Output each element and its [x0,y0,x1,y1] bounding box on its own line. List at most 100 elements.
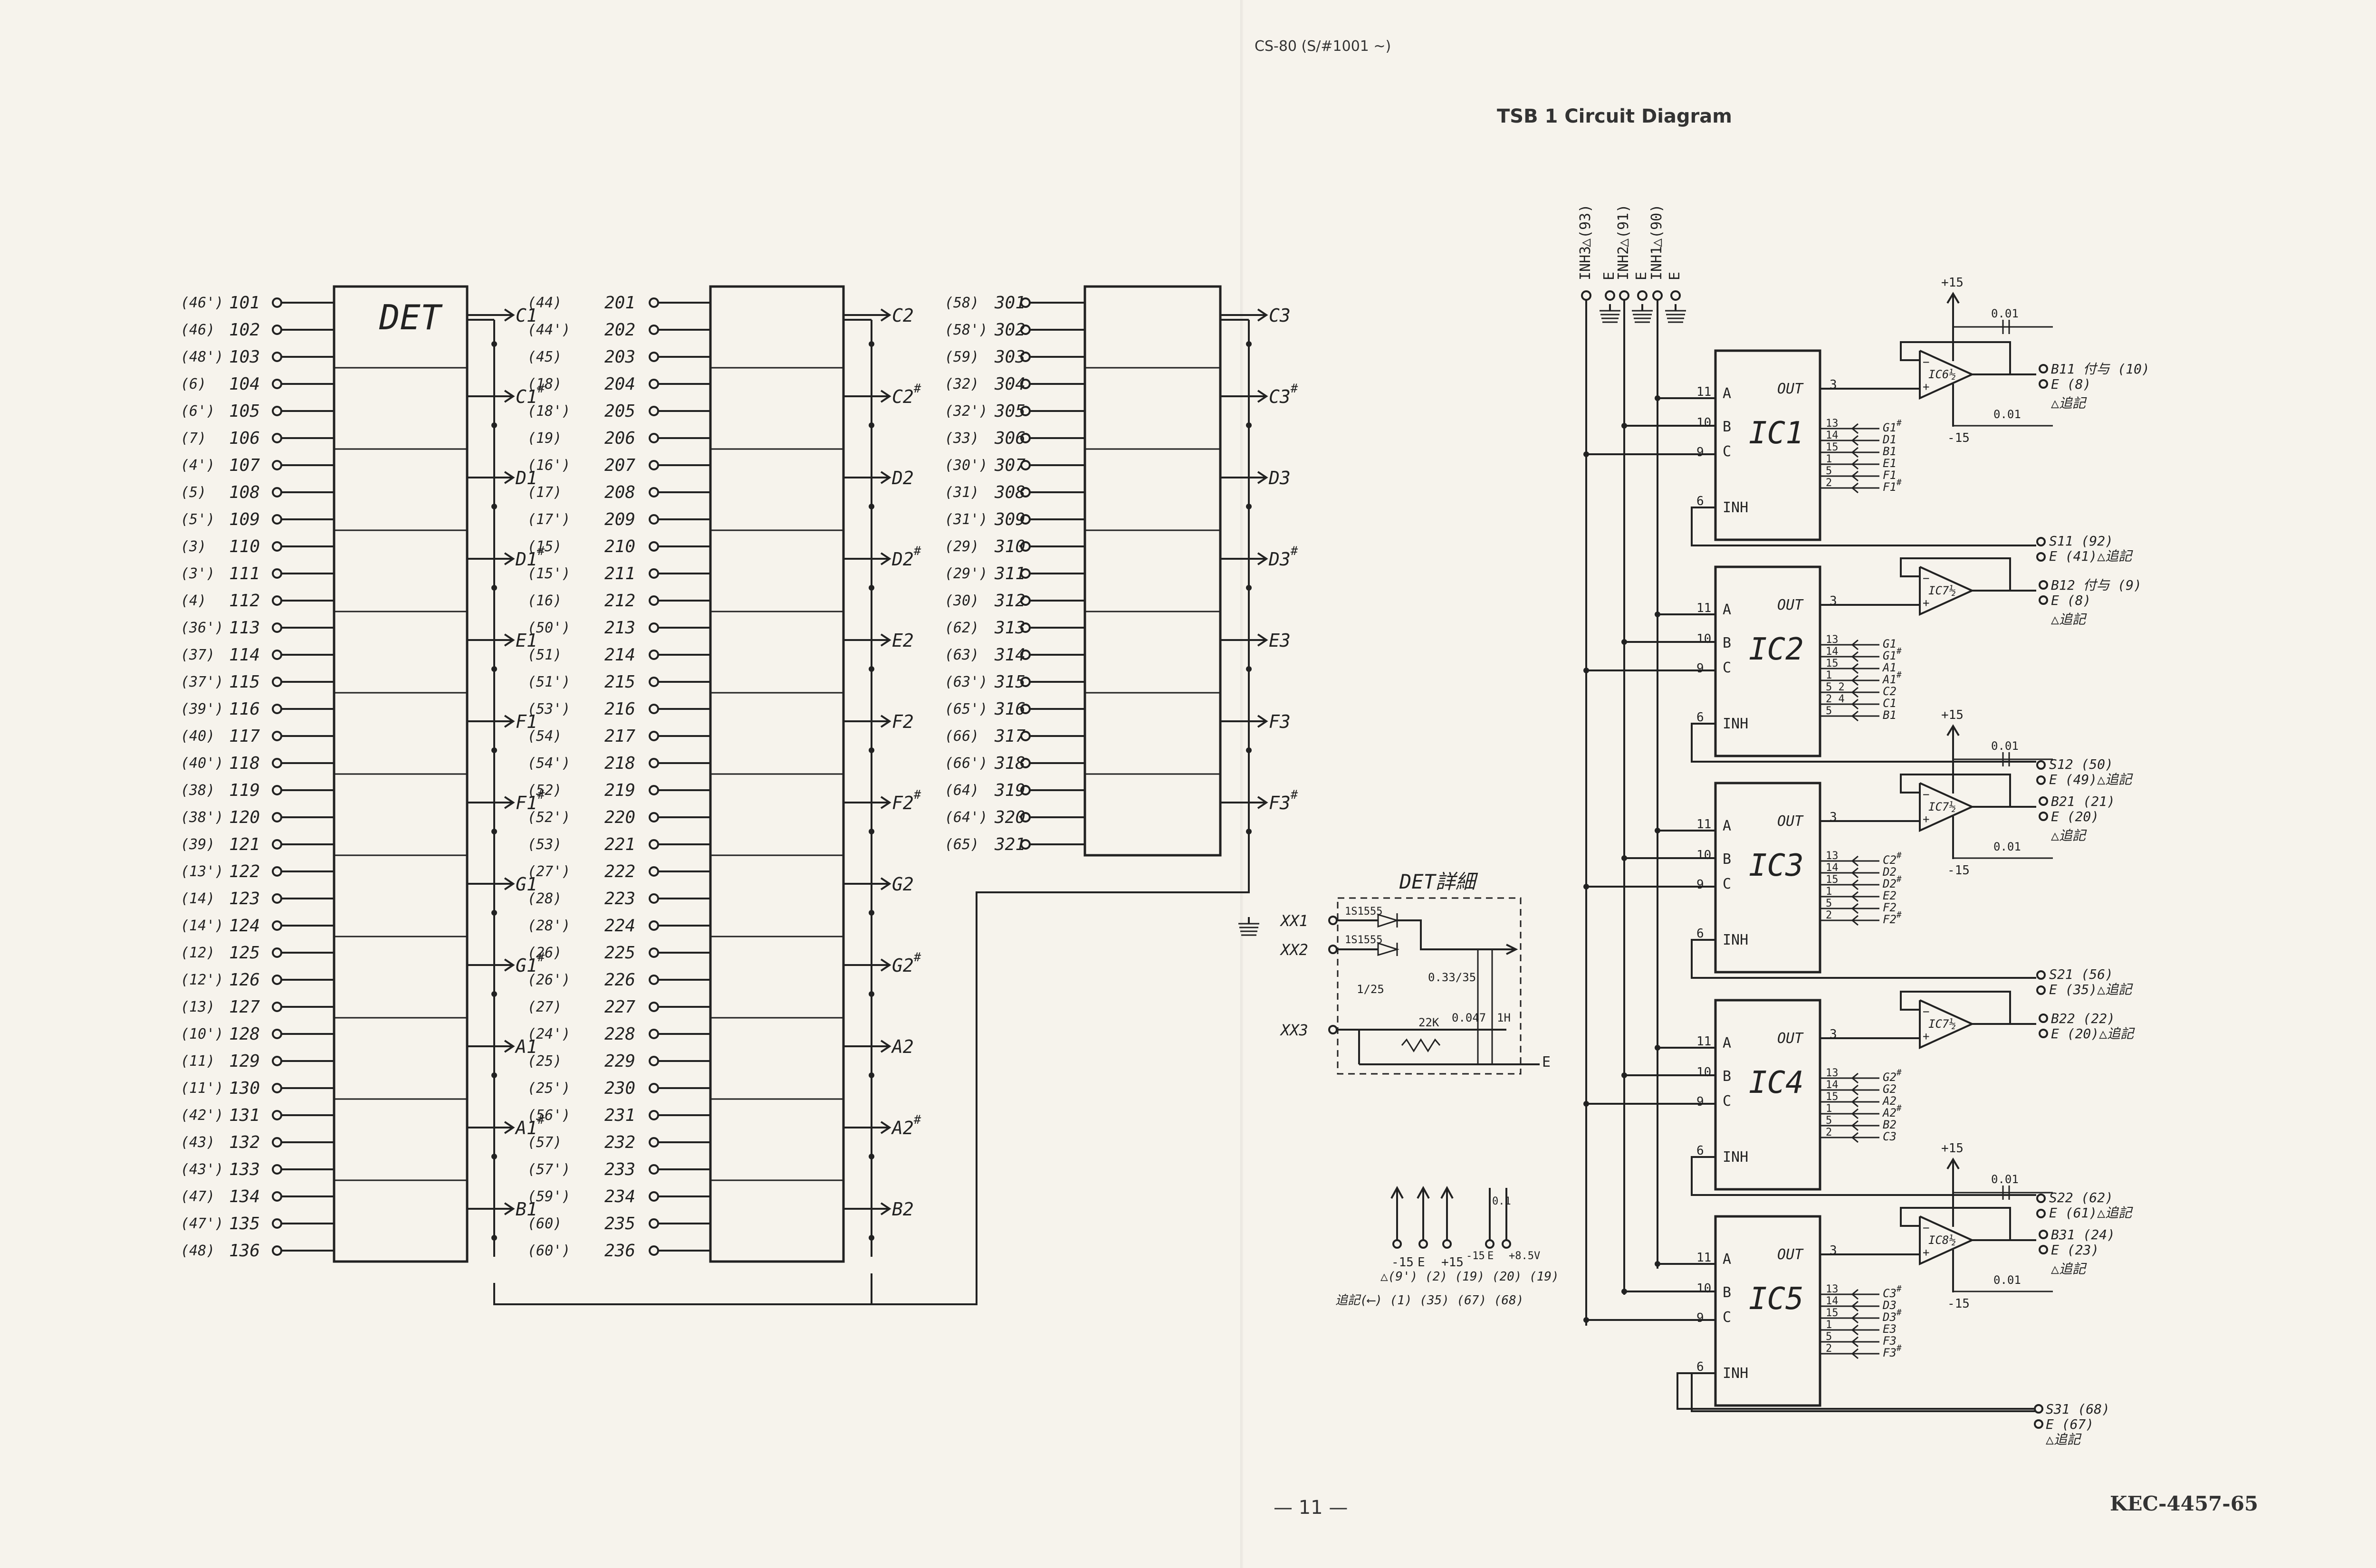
ic-name: IC2 [1749,632,1804,667]
input-arrowhead [1851,1120,1859,1131]
ic-input-signal: G1# [1883,646,1902,662]
note-output-arrowhead [1257,796,1268,809]
input-arrowhead [1851,1132,1859,1143]
note-output-arrowhead [1257,715,1268,728]
input-terminal [649,1218,659,1229]
input-terminal [649,433,659,443]
input-arrowhead [1851,1108,1859,1119]
input-terminal [649,406,659,416]
input-terminal [272,379,282,389]
input-terminal [272,731,282,741]
sharp-sign: # [913,950,921,965]
note-output-arrowhead [1257,552,1268,565]
pin-ref: (31') [945,511,987,528]
pin-number: 213 [604,618,635,638]
note-output-arrowhead [1257,471,1268,484]
shield-terminal [2036,1194,2046,1203]
pin-number: 209 [604,510,635,529]
pin-ref: (28') [527,918,570,934]
input-terminal [272,1083,282,1093]
shield-terminal [2036,1209,2046,1218]
bus-junction [1655,1045,1660,1051]
pin-number: 218 [604,754,635,773]
pin-number: 206 [604,429,635,448]
pin-b-label: B [1723,635,1731,651]
shield-terminal [2034,1404,2043,1414]
ic-pin-number: 14 [1826,1295,1839,1307]
input-terminal [649,1164,659,1175]
pin-ref: (65) [945,836,979,853]
input-terminal [649,731,659,741]
note-output-label: E2 [892,630,914,651]
pin-ref: (66) [945,728,979,745]
pin-number: 112 [229,591,260,611]
ic-input-signal: C3 [1883,1130,1897,1143]
supply-arrowhead [1390,1186,1404,1199]
input-terminal [649,379,659,389]
pin-number: 234 [604,1187,635,1206]
top-input-ref: △(93) [1577,204,1594,247]
detector-array-3 [1083,285,1222,857]
note-output-arrowhead [880,715,891,728]
pin-ref: (62) [945,620,979,636]
input-terminal [272,1137,282,1147]
pin-ref: (37) [181,647,215,663]
feedback-wire [1900,991,2011,1024]
note-output-label: G2 [892,874,914,895]
bus-junction [1655,828,1660,833]
opamp-plus: + [1923,813,1929,826]
supply-terminal [1418,1239,1428,1249]
shield-label: E (41)△追記 [2049,548,2133,564]
pin-ref: (26') [527,972,570,988]
ic-input-signal: G1 [1883,637,1897,650]
sharp-sign: # [1896,1308,1902,1318]
input-terminal [272,1002,282,1012]
supply-annotation: △(9') (2) (19) (20) (19) [1380,1270,1559,1284]
pin-number: 223 [604,889,635,908]
input-arrowhead [1851,459,1859,470]
inh-wire [1691,939,2036,979]
input-terminal [272,866,282,877]
output-terminal [2039,796,2048,806]
pin-ref: (38') [181,809,223,826]
pin-number: 113 [229,618,260,638]
inh-wire [1691,507,2036,546]
note-output-label: A1 [515,1036,537,1057]
bus-junction [1655,612,1660,617]
det-detail-title: DET詳細 [1399,870,1478,893]
input-arrowhead [1851,423,1859,434]
input-terminal [272,758,282,768]
det-input-terminal [1328,916,1338,925]
supply-terminal [1442,1239,1452,1249]
ic-input-signal: B1 [1883,708,1897,722]
pin-number: 114 [229,645,260,665]
pin-number: 121 [229,835,260,854]
opamp-minus: − [1923,355,1929,369]
pin-ref: (44') [527,322,570,338]
pin-ref: (40') [181,755,223,772]
pin-ref: (3) [181,538,206,555]
pin-a-label: A [1723,818,1731,834]
pin-ref: (59) [945,349,979,365]
input-terminal [649,1110,659,1120]
note-output-arrowhead [504,1202,515,1215]
pin-ref: (52) [527,782,562,799]
input-terminal [272,650,282,660]
cap-label: 0.047 [1452,1011,1486,1024]
output-label: △追記 [2051,395,2087,411]
pin-number: 131 [229,1106,260,1125]
pin-ref: (29) [945,538,979,555]
opamp-minus: − [1923,1221,1929,1234]
opamp-name: IC7½ [1928,1017,1956,1031]
pin-ref: (53) [527,836,562,853]
pin-number: 107 [229,456,260,475]
feedback-wire [1900,774,2011,807]
pin-number: 128 [229,1024,260,1044]
pin-ref: (54) [527,728,562,745]
cap-label: 0.01 [1991,739,2019,753]
pin-number: 227 [604,997,635,1017]
opamp-name: IC6½ [1928,368,1956,381]
cap-label: 0.01 [1991,307,2019,320]
note-output-arrowhead [880,877,891,890]
top-input-label: E [1667,272,1683,280]
